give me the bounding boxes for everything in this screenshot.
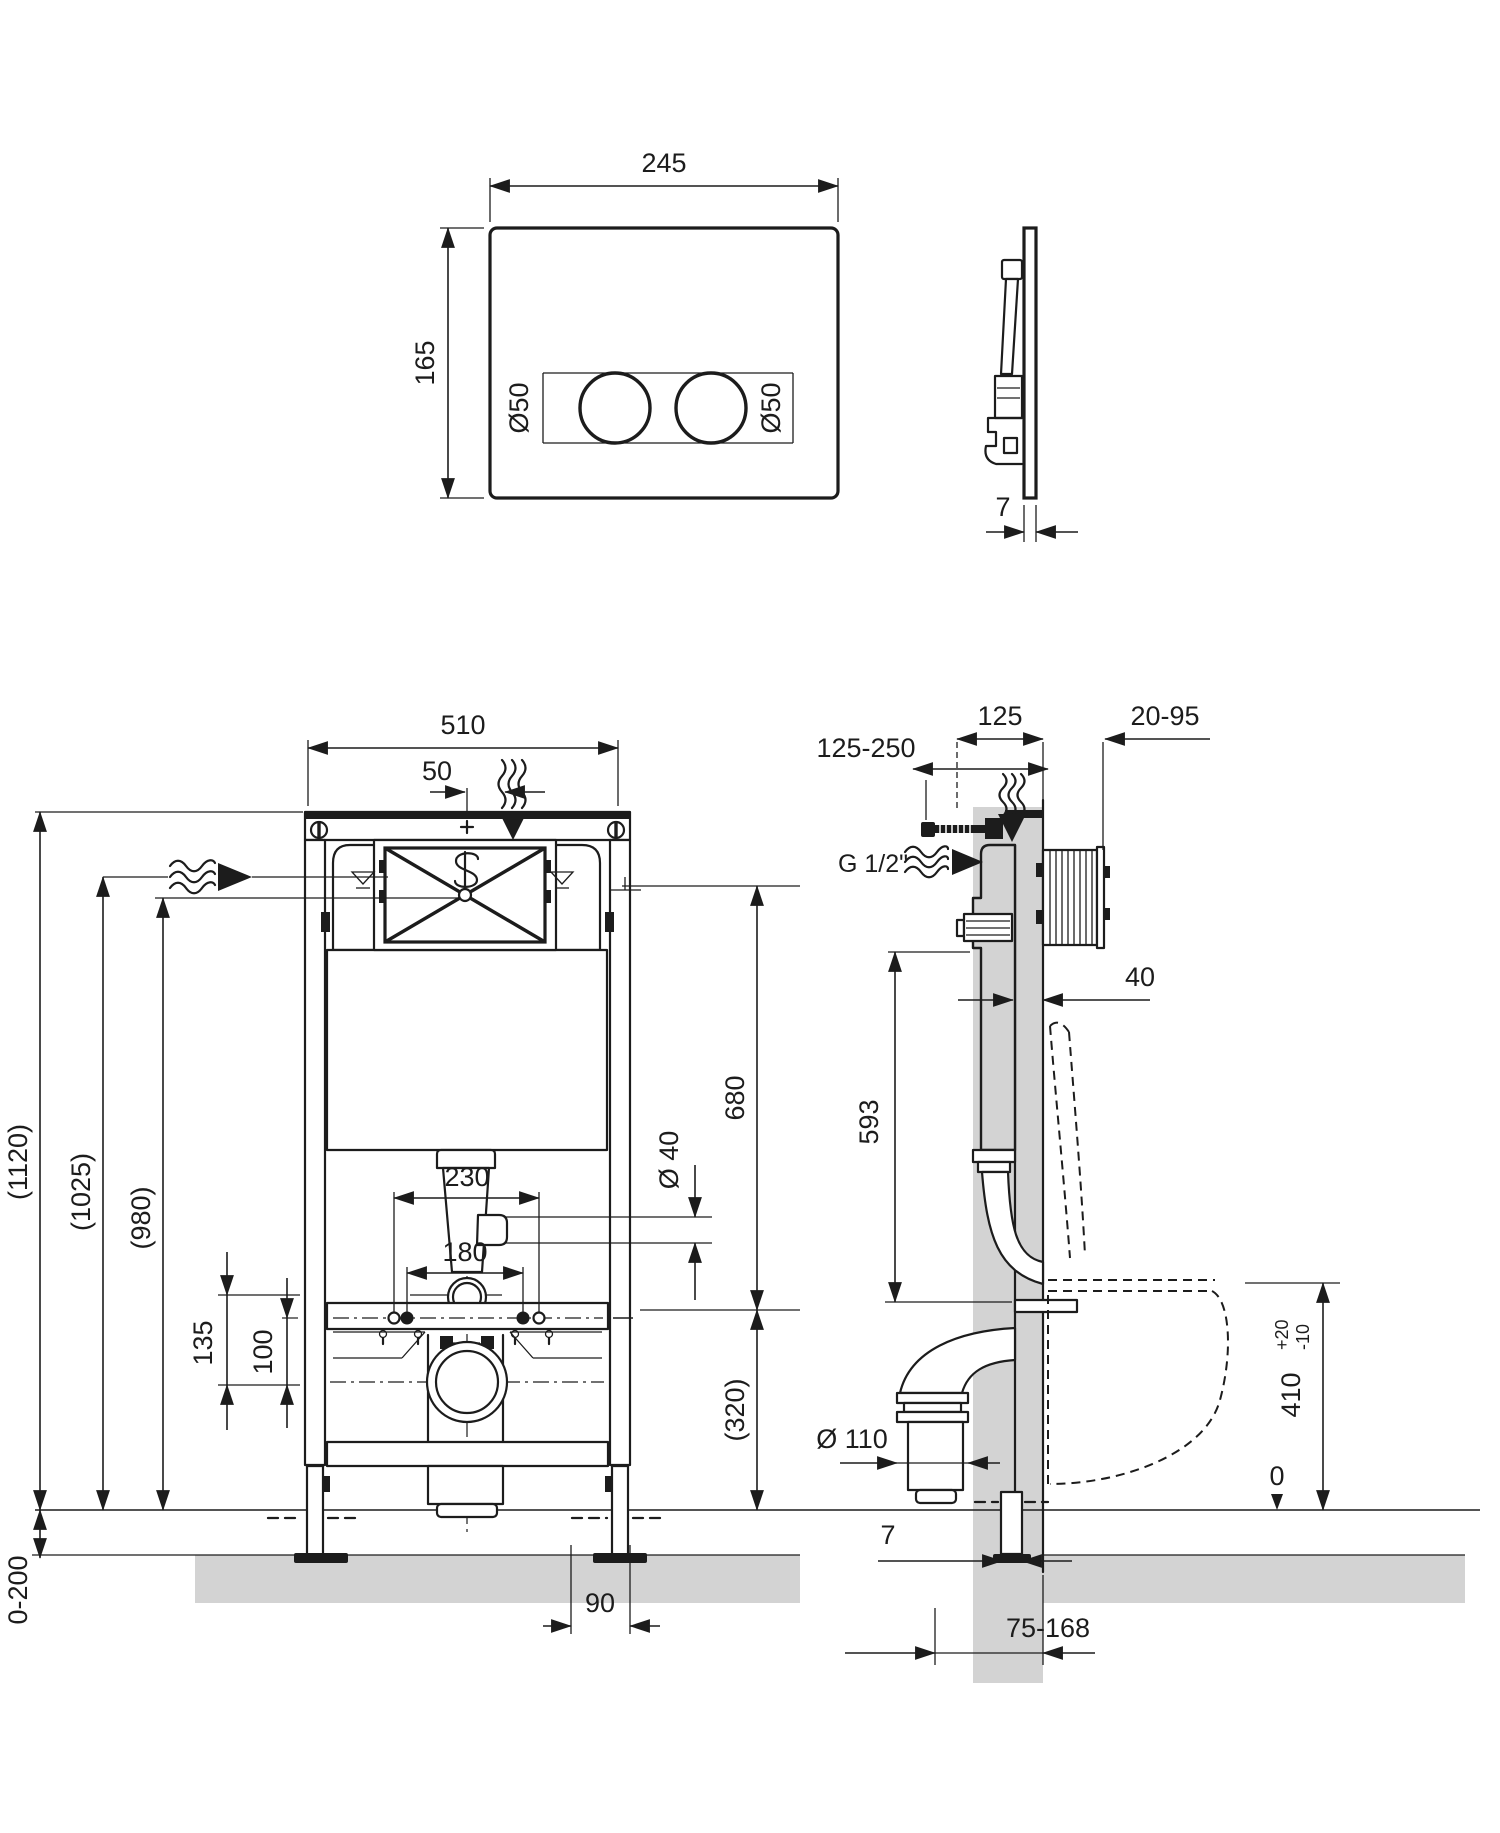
dim-bowl-tol-plus: +20 (1272, 1319, 1292, 1350)
label-datum-zero: 0 (1269, 1461, 1284, 1491)
floor-front (195, 1555, 800, 1603)
dim-inlet-height: (1025) (66, 1153, 96, 1231)
dim-elbow-offset: 135 (188, 1320, 218, 1365)
floor-side (1015, 1555, 1465, 1603)
dim-sleeve-range: 20-95 (1130, 701, 1199, 731)
dim-button-left: Ø50 (504, 382, 534, 433)
dim-drain-dia: Ø 110 (816, 1424, 888, 1454)
dim-bowl-height: 410 (1276, 1372, 1306, 1417)
dim-plate-width: 245 (641, 148, 686, 178)
flush-plate-side-view: 7 (984, 226, 1078, 542)
dim-total-height: (1120) (3, 1124, 33, 1200)
datum-and-floor (32, 807, 1480, 1683)
label-water-thread: G 1/2" (838, 850, 908, 878)
frame-front-dimensions: 510 (1120) (1025) (980) 0-200 230 180 Ø … (3, 710, 800, 1634)
dim-floor-adjust: 0-200 (3, 1555, 33, 1624)
dim-anchor-range: 125-250 (816, 733, 915, 763)
dim-bolt-span-outer: 230 (444, 1162, 489, 1192)
dim-button-right: Ø50 (756, 382, 786, 433)
frame-side-view: G 1/2" (838, 772, 1229, 1574)
dim-anchor-offset: 100 (248, 1329, 278, 1374)
dim-frame-width: 510 (440, 710, 485, 740)
dim-window-height: (980) (126, 1186, 156, 1249)
dim-inlet-offset: 50 (422, 756, 452, 786)
wall-anchor-bolt (921, 818, 1003, 839)
dim-plate-thickness: 7 (995, 492, 1010, 522)
dim-plate-height: 165 (410, 340, 440, 385)
frame-side-dimensions: 125 20-95 125-250 40 593 Ø 110 410 +20 -… (816, 701, 1340, 1665)
dim-foot-offset: 90 (585, 1588, 615, 1618)
dim-frame-depth: 125 (977, 701, 1022, 731)
dim-drain-range: 75-168 (1006, 1613, 1090, 1643)
dim-foot-gap: 7 (880, 1520, 895, 1550)
dim-bolt-span-inner: 180 (442, 1237, 487, 1267)
frame-front-view: 50 (103, 756, 663, 1563)
flush-plate-front-view: 245 165 Ø50 Ø50 (410, 148, 840, 500)
dim-upper-span: 680 (720, 1075, 750, 1120)
dim-finish-max: 40 (1125, 962, 1155, 992)
dim-bowl-tol-minus: -10 (1293, 1324, 1313, 1350)
flush-plate-sleeve (1036, 845, 1110, 950)
toilet-bowl-outline (1047, 1021, 1229, 1485)
dim-lower-span: (320) (720, 1378, 750, 1441)
dim-cistern-span: 593 (854, 1099, 884, 1144)
dim-flush-pipe-dia: Ø 40 (654, 1131, 684, 1190)
